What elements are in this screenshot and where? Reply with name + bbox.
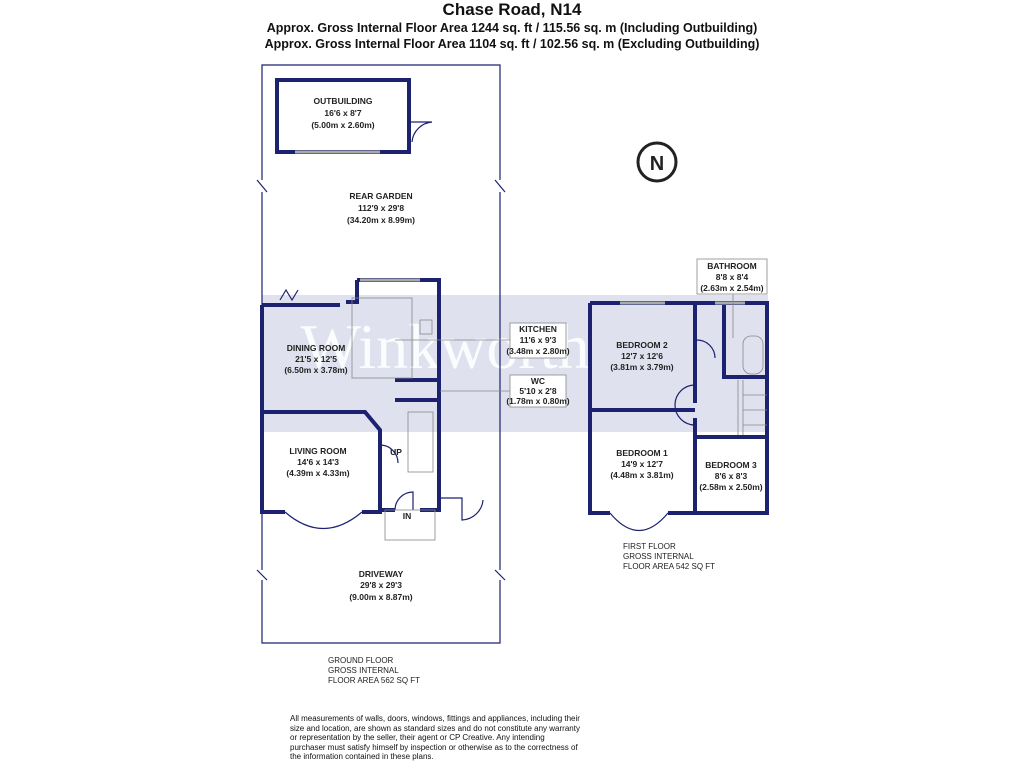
first-floor-walls: [588, 301, 769, 531]
ground-floor-label-2: GROSS INTERNAL: [328, 666, 399, 675]
kitchen-name: KITCHEN: [519, 324, 557, 334]
dining-room-name: DINING ROOM: [287, 343, 346, 353]
plan-title: Chase Road, N14: [442, 0, 582, 19]
wc-callout: [440, 374, 567, 408]
wc-imperial: 5'10 x 2'8: [519, 386, 556, 396]
kitchen-callout: [395, 322, 567, 359]
dining-room-imperial: 21'5 x 12'5: [295, 354, 337, 364]
disclaimer: All measurements of walls, doors, window…: [290, 714, 580, 761]
rear-garden-imperial: 112'9 x 29'8: [358, 203, 404, 213]
ground-floor-area: FLOOR AREA 562 SQ FT: [328, 676, 420, 685]
bedroom-1-imperial: 14'9 x 12'7: [621, 459, 663, 469]
driveway-metric: (9.00m x 8.87m): [349, 592, 412, 602]
stairs-up-label: UP: [390, 447, 402, 457]
driveway-imperial: 29'8 x 29'3: [360, 580, 402, 590]
svg-text:N: N: [650, 153, 664, 175]
compass-north-icon: N: [636, 141, 678, 183]
wc-name: WC: [531, 376, 545, 386]
bedroom-3-metric: (2.58m x 2.50m): [699, 482, 762, 492]
wc-metric: (1.78m x 0.80m): [506, 396, 569, 406]
driveway-name: DRIVEWAY: [359, 569, 404, 579]
bedroom-2-name: BEDROOM 2: [616, 340, 668, 350]
first-floor-area: FLOOR AREA 542 SQ FT: [623, 562, 715, 571]
rear-garden-name: REAR GARDEN: [349, 191, 412, 201]
dining-room-metric: (6.50m x 3.78m): [284, 365, 347, 375]
first-floor-label-2: GROSS INTERNAL: [623, 552, 694, 561]
kitchen-imperial: 11'6 x 9'3: [520, 335, 557, 345]
outbuilding-name: OUTBUILDING: [313, 96, 372, 106]
bathroom-callout: [696, 258, 768, 338]
bedroom-2-imperial: 12'7 x 12'6: [621, 351, 663, 361]
living-room-name: LIVING ROOM: [289, 446, 346, 456]
ground-floor-walls: [260, 278, 484, 541]
bedroom-1-metric: (4.48m x 3.81m): [610, 470, 673, 480]
area-excluding-outbuilding: Approx. Gross Internal Floor Area 1104 s…: [264, 37, 760, 51]
outbuilding-metric: (5.00m x 2.60m): [311, 120, 374, 130]
bedroom-3-name: BEDROOM 3: [705, 460, 757, 470]
bathroom-metric: (2.63m x 2.54m): [700, 283, 763, 293]
area-including-outbuilding: Approx. Gross Internal Floor Area 1244 s…: [266, 21, 758, 35]
outbuilding-imperial: 16'6 x 8'7: [324, 108, 361, 118]
first-floor-label: FIRST FLOOR: [623, 542, 676, 551]
kitchen-metric: (3.48m x 2.80m): [506, 346, 569, 356]
living-room-imperial: 14'6 x 14'3: [297, 457, 339, 467]
bedroom-2-metric: (3.81m x 3.79m): [610, 362, 673, 372]
ground-floor-label: GROUND FLOOR: [328, 656, 394, 665]
bathroom-name: BATHROOM: [707, 261, 756, 271]
outbuilding: [275, 78, 433, 154]
living-room-metric: (4.39m x 4.33m): [286, 468, 349, 478]
rear-garden-metric: (34.20m x 8.99m): [347, 215, 415, 225]
bedroom-3-imperial: 8'6 x 8'3: [715, 471, 748, 481]
entrance-label: IN: [403, 511, 412, 521]
bathroom-imperial: 8'8 x 8'4: [716, 272, 749, 282]
bedroom-1-name: BEDROOM 1: [616, 448, 668, 458]
